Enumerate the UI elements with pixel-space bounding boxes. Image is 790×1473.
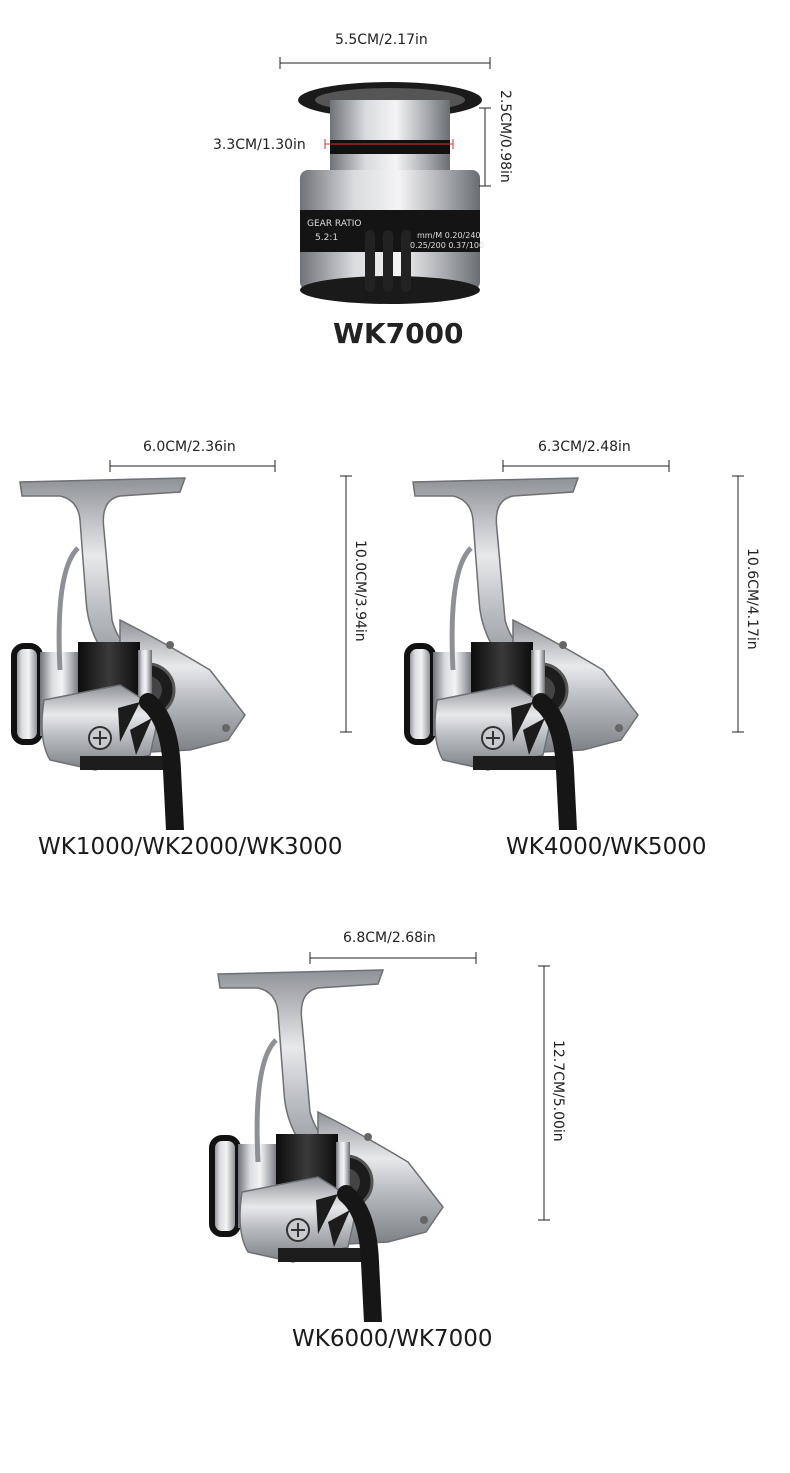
- spool-print-ratio-title: GEAR RATIO: [307, 219, 362, 229]
- reel-2-image: [393, 470, 733, 830]
- reel-1-height-line: [340, 475, 352, 733]
- reel-1-image: [0, 470, 340, 830]
- reel-1-width-line: [109, 460, 276, 472]
- spool-print-line1: mm/M 0.20/240: [417, 231, 481, 240]
- spool-print-line2: 0.25/200 0.37/100: [410, 241, 484, 250]
- reel-1-model-label: WK1000/WK2000/WK3000: [38, 834, 343, 860]
- reel-3-height-label: 12.7CM/5.00in: [550, 1040, 566, 1142]
- spool-height-line: [479, 107, 491, 187]
- reel-2-model-label: WK4000/WK5000: [506, 834, 707, 860]
- spool-width-line: [279, 57, 491, 69]
- reel-2-width-line: [502, 460, 670, 472]
- reel-1-width-label: 6.0CM/2.36in: [143, 439, 236, 455]
- reel-2-height-line: [732, 475, 744, 733]
- spool-model-label: WK7000: [333, 317, 464, 350]
- spool-inner-label: 3.3CM/1.30in: [213, 137, 306, 153]
- spool-print-ratio-value: 5.2:1: [315, 233, 338, 243]
- reel-2-width-label: 6.3CM/2.48in: [538, 439, 631, 455]
- reel-3-width-label: 6.8CM/2.68in: [343, 930, 436, 946]
- reel-2-height-label: 10.6CM/4.17in: [744, 548, 760, 650]
- reel-3-model-label: WK6000/WK7000: [292, 1326, 493, 1352]
- reel-3-width-line: [309, 952, 477, 964]
- spool-width-label: 5.5CM/2.17in: [335, 32, 428, 48]
- spool-image: GEAR RATIO 5.2:1 mm/M 0.20/240 0.25/200 …: [298, 82, 484, 304]
- spool-inner-line: [324, 139, 454, 149]
- spool-height-label: 2.5CM/0.98in: [497, 90, 513, 183]
- reel-3-height-line: [538, 965, 550, 1221]
- reel-3-image: [198, 962, 538, 1322]
- reel-1-height-label: 10.0CM/3.94in: [352, 540, 368, 642]
